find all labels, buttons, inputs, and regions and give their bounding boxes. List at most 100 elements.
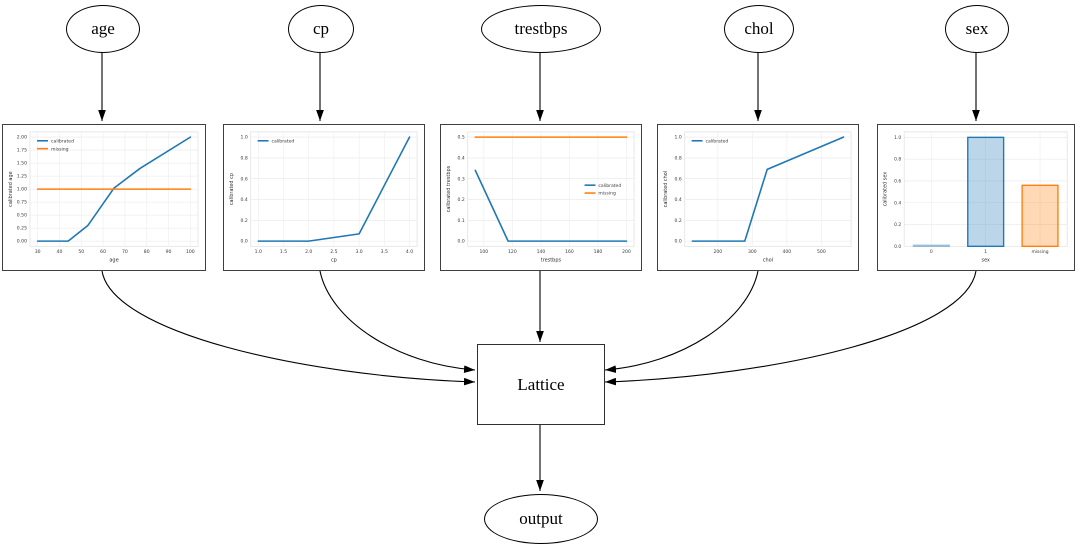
- svg-text:140: 140: [537, 249, 546, 255]
- svg-text:calibrated: calibrated: [598, 183, 621, 189]
- svg-text:1.50: 1.50: [17, 161, 27, 167]
- svg-text:0.4: 0.4: [241, 197, 248, 203]
- svg-text:200: 200: [622, 249, 631, 255]
- svg-text:0.0: 0.0: [894, 244, 901, 250]
- svg-text:1.0: 1.0: [675, 135, 682, 141]
- svg-text:300: 300: [748, 249, 757, 255]
- edge-cp-calibrator-to-lattice: [319, 270, 476, 374]
- svg-text:0.6: 0.6: [894, 178, 901, 184]
- svg-text:0.8: 0.8: [894, 157, 901, 163]
- node-chol: chol: [724, 5, 794, 53]
- svg-text:0.0: 0.0: [458, 239, 465, 245]
- svg-text:0.6: 0.6: [675, 176, 682, 182]
- svg-text:missing: missing: [51, 146, 69, 152]
- svg-text:60: 60: [100, 249, 106, 255]
- svg-text:180: 180: [594, 249, 603, 255]
- svg-text:100: 100: [480, 249, 489, 255]
- svg-text:0.5: 0.5: [458, 135, 465, 141]
- svg-text:40: 40: [57, 249, 63, 255]
- svg-text:0.2: 0.2: [241, 218, 248, 224]
- node-lattice-label: Lattice: [517, 374, 565, 394]
- calibrator-chart-cp: 0.0 0.2 0.4 0.6 0.8 1.0 1.0 1.5 2.0 2.5 3.0 3.5 4.0 c…: [223, 124, 425, 271]
- svg-text:missing: missing: [598, 191, 616, 197]
- node-output-label: output: [519, 509, 563, 528]
- svg-text:500: 500: [817, 249, 826, 255]
- svg-text:0.75: 0.75: [17, 200, 27, 206]
- svg-text:0.2: 0.2: [675, 218, 682, 224]
- svg-text:calibrated chol: calibrated chol: [663, 171, 669, 208]
- node-output: output: [484, 494, 598, 544]
- edge-sex-calibrator-to-lattice: [604, 270, 977, 386]
- svg-text:400: 400: [783, 249, 792, 255]
- svg-text:1.0: 1.0: [255, 249, 262, 255]
- svg-text:3.5: 3.5: [381, 249, 388, 255]
- svg-text:0.50: 0.50: [17, 213, 27, 219]
- svg-text:0.4: 0.4: [894, 200, 901, 206]
- svg-text:2.0: 2.0: [305, 249, 312, 255]
- calibrator-chart-chol-plot: 0.0 0.2 0.4 0.6 0.8 1.0 200 300 400 500 chol calibr…: [663, 131, 852, 264]
- svg-text:1.00: 1.00: [17, 187, 27, 193]
- svg-text:calibrated: calibrated: [51, 138, 74, 144]
- svg-text:cp: cp: [331, 258, 337, 264]
- calibrator-chart-chol: 0.0 0.2 0.4 0.6 0.8 1.0 200 300 400 500 chol calibr…: [657, 124, 859, 271]
- svg-text:200: 200: [714, 249, 723, 255]
- node-age-label: age: [91, 19, 115, 38]
- svg-text:1.5: 1.5: [280, 249, 287, 255]
- svg-text:0.2: 0.2: [894, 222, 901, 228]
- svg-text:chol: chol: [763, 258, 773, 264]
- svg-text:1: 1: [984, 249, 987, 255]
- svg-text:trestbps: trestbps: [541, 258, 562, 264]
- svg-text:0.0: 0.0: [241, 239, 248, 245]
- svg-text:missing: missing: [1031, 249, 1048, 255]
- svg-text:calibrated age: calibrated age: [8, 171, 14, 206]
- svg-text:sex: sex: [982, 258, 990, 264]
- node-sex: sex: [945, 5, 1009, 53]
- svg-text:1.0: 1.0: [241, 135, 248, 141]
- edge-chol-calibrator-to-lattice: [604, 270, 759, 373]
- svg-text:1.25: 1.25: [17, 174, 27, 180]
- svg-text:0.25: 0.25: [17, 226, 27, 232]
- svg-text:90: 90: [166, 249, 172, 255]
- svg-text:80: 80: [144, 249, 150, 255]
- svg-text:calibrated: calibrated: [272, 138, 295, 144]
- svg-text:age: age: [109, 258, 118, 264]
- node-age: age: [66, 5, 140, 53]
- node-trestbps: trestbps: [481, 5, 601, 53]
- edge-age-calibrator-to-lattice: [101, 270, 476, 386]
- svg-text:160: 160: [565, 249, 574, 255]
- svg-text:1.0: 1.0: [894, 135, 901, 141]
- svg-text:0.8: 0.8: [241, 155, 248, 161]
- node-lattice: Lattice: [477, 344, 605, 425]
- svg-text:3.0: 3.0: [355, 249, 362, 255]
- svg-text:calibrated: calibrated: [706, 138, 729, 144]
- svg-text:0.1: 0.1: [458, 218, 465, 224]
- svg-text:0.4: 0.4: [675, 197, 682, 203]
- svg-text:0.2: 0.2: [458, 197, 465, 203]
- svg-text:1.75: 1.75: [17, 148, 27, 154]
- svg-text:100: 100: [186, 249, 195, 255]
- svg-text:calibrated cp: calibrated cp: [229, 173, 235, 205]
- calibrator-chart-cp-plot: 0.0 0.2 0.4 0.6 0.8 1.0 1.0 1.5 2.0 2.5 3.0 3.5 4.0 c…: [229, 131, 418, 264]
- svg-text:0.6: 0.6: [241, 176, 248, 182]
- node-cp: cp: [288, 5, 354, 53]
- svg-text:0.00: 0.00: [17, 239, 27, 245]
- svg-text:120: 120: [508, 249, 517, 255]
- node-cp-label: cp: [312, 19, 330, 38]
- node-sex-label: sex: [965, 19, 989, 38]
- svg-text:calibrated sex: calibrated sex: [883, 172, 889, 207]
- svg-text:0.3: 0.3: [458, 176, 465, 182]
- svg-text:0.0: 0.0: [675, 239, 682, 245]
- svg-text:4.0: 4.0: [406, 249, 413, 255]
- svg-text:2.00: 2.00: [17, 135, 27, 141]
- svg-text:0.8: 0.8: [675, 155, 682, 161]
- svg-text:70: 70: [122, 249, 128, 255]
- node-chol-label: chol: [744, 19, 774, 38]
- svg-text:2.5: 2.5: [330, 249, 337, 255]
- node-trestbps-label: trestbps: [514, 19, 568, 38]
